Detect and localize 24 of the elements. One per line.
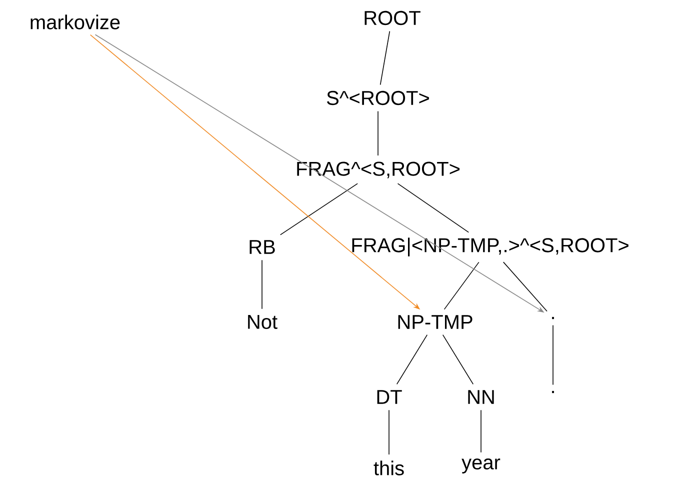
tree-node-label: FRAG^<S,ROOT>	[297, 162, 460, 178]
tree-node-label: S^<ROOT>	[326, 90, 429, 106]
tree-node-label: .	[552, 390, 554, 394]
tree-node-label: year	[462, 458, 500, 474]
tree-branch	[480, 410, 482, 453]
tree-node-label: ROOT	[364, 10, 420, 26]
tree-branch	[396, 334, 428, 385]
tree-node-label: Not	[248, 315, 278, 329]
tree-branch	[442, 334, 474, 385]
tree-branch	[444, 262, 480, 310]
tree-node-label: RB	[250, 240, 275, 254]
tree-branch	[388, 410, 390, 455]
tree-node-label: DT	[377, 390, 402, 404]
tree-node-label: FRAG|<NP-TMP,.>^<S,ROOT>	[352, 238, 628, 256]
tree-branch	[552, 324, 554, 386]
tree-branch	[380, 30, 390, 86]
word-label: markovize	[30, 14, 120, 30]
tree-branch	[397, 183, 470, 233]
tree-node-label: NN	[468, 390, 494, 404]
tree-branch	[280, 183, 358, 236]
tree-node-label: .	[552, 316, 554, 320]
tree-node-label: this	[374, 460, 404, 476]
tree-node-label: NP-TMP	[398, 315, 472, 329]
tree-branch	[502, 262, 548, 312]
